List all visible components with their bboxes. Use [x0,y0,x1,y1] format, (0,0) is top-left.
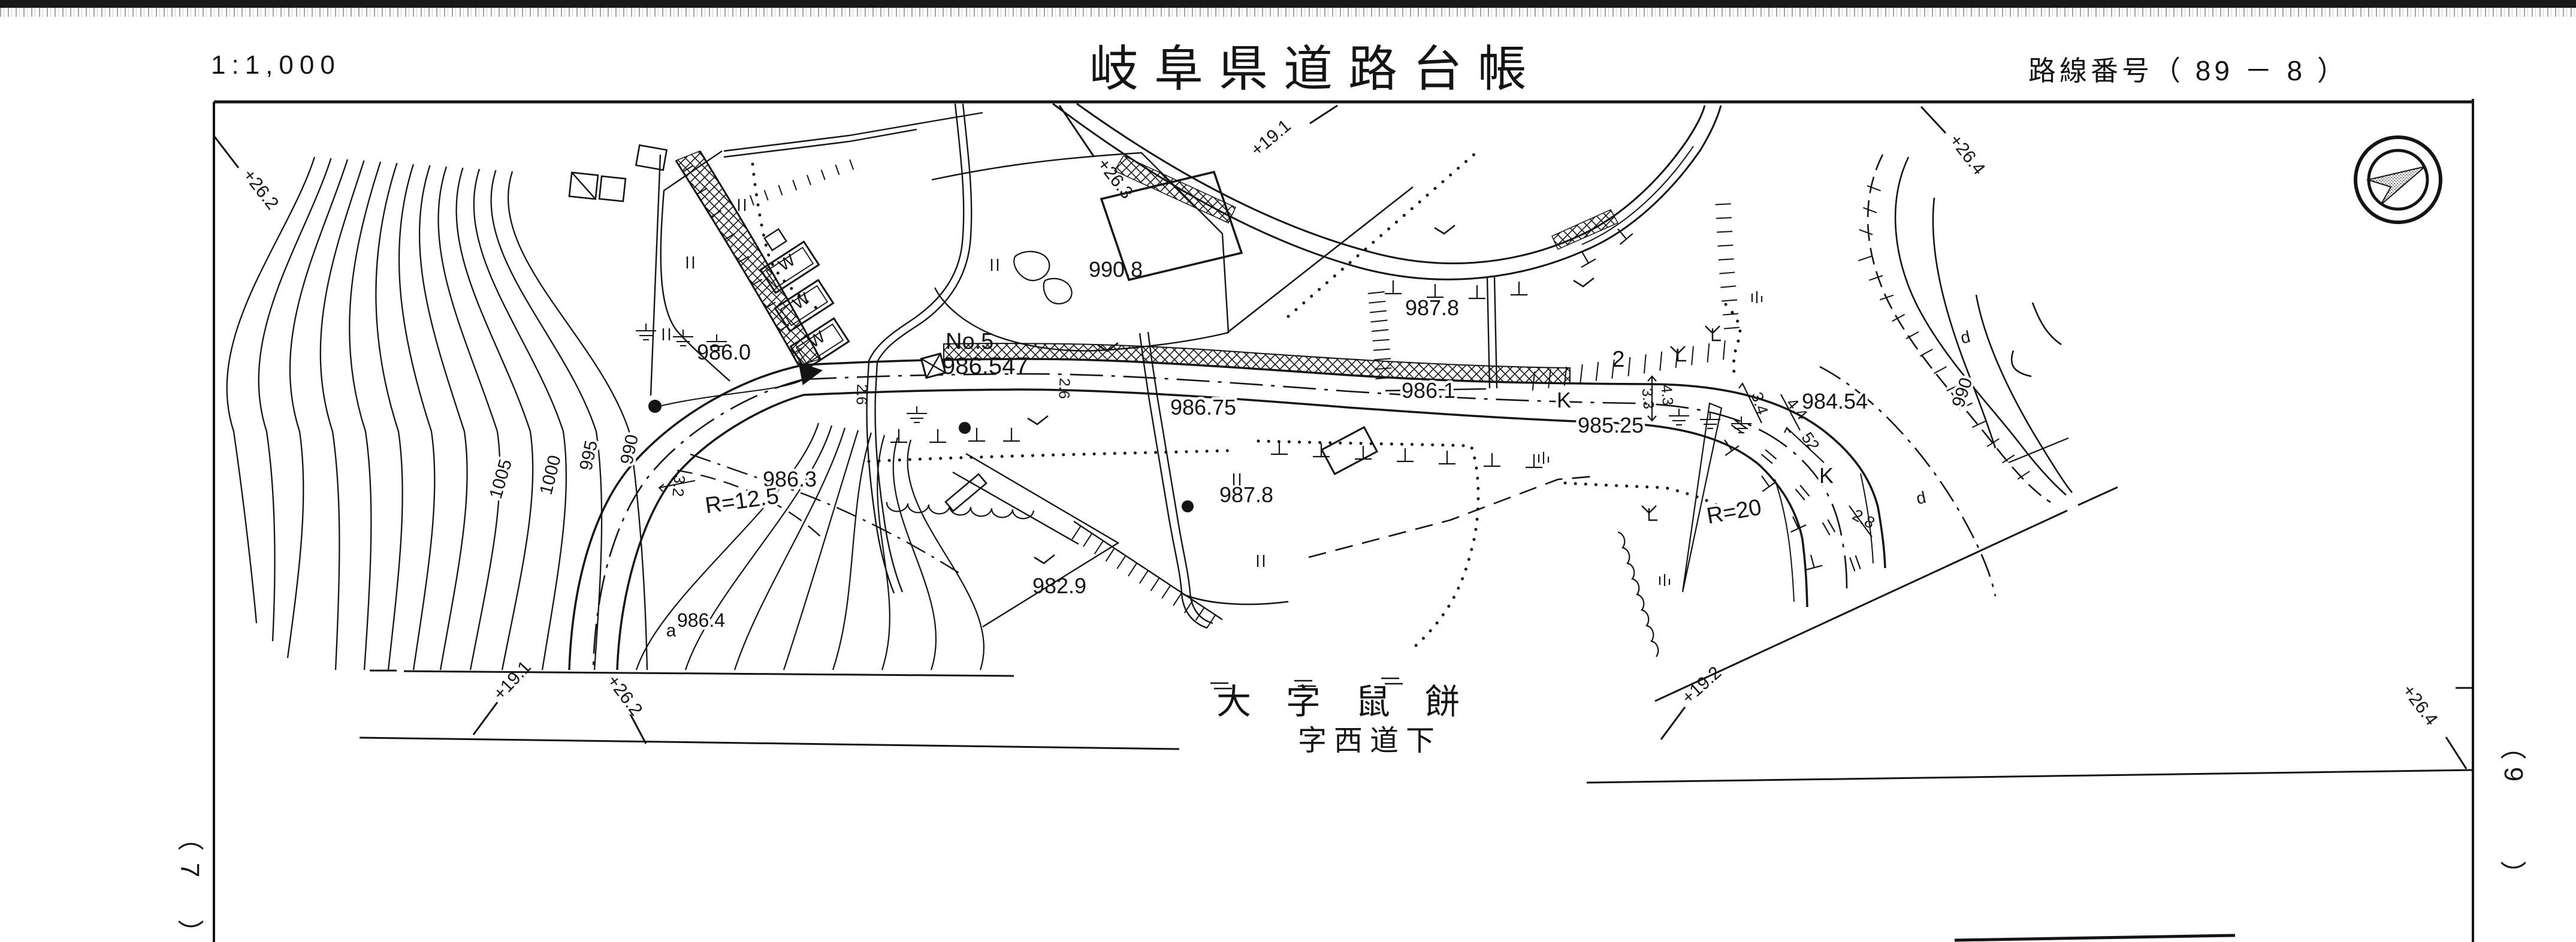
elev-986-0: 986.0 [697,340,751,364]
contour-995: 995 [576,439,602,472]
elev-986-3: 986.3 [763,467,817,491]
dim-4-3: 4.3 [1658,384,1677,406]
page-number-left-1: （ [175,825,204,851]
radius-12-5: R=12.5 [703,484,780,519]
road-letter-k-1: K [1557,388,1571,412]
parcel-987-8-upper [1385,276,1498,392]
benchmark-symbol [920,352,947,379]
dashdot-sw [690,453,965,578]
junction-roads [568,150,823,671]
contour-1000: 1000 [536,453,565,497]
survey-26-2-bottom: +26.2 [603,671,646,719]
letter-a: a [666,621,677,641]
elev-982-9: 982.9 [1032,573,1086,598]
stone-wall-band [943,343,1571,385]
manhole-dots [648,400,1194,512]
upper-road [1052,102,1722,280]
road-extra-edge-2 [1774,479,1795,602]
page-number-left-2: 7 [175,863,204,877]
elev-985-25: 985.25 [1578,413,1644,437]
radius-20: R=20 [1705,495,1763,529]
bldg-w-1: W [775,250,799,275]
place-name-oaza: 大字鼠餅 [1216,683,1495,721]
sheet-frame [213,99,2474,942]
parcels-upper-left [568,111,983,396]
lot-number-2: 2 [1612,347,1624,372]
symbol-d-1: d [1959,327,1972,348]
dim-2-6-b: 2.6 [1055,378,1073,399]
survey-19-1-bottom: +19.1 [490,657,535,704]
symbol-d-2: d [1914,488,1928,508]
elev-984-54: 984.54 [1802,389,1868,413]
elev-987-8-north: 987.8 [1405,295,1459,320]
parcel-987-8-lower [1183,475,1594,605]
elev-986-4: 986.4 [677,609,725,631]
contour-990-e: 990 [1949,375,1977,410]
elev-986-1: 986.1 [1402,378,1455,403]
survey-26-4-bottom: +26.4 [2398,681,2441,729]
page-number-right-3: ） [2498,861,2527,887]
contour-990-w: 990 [617,433,642,466]
survey-19-1-top: +19.1 [1247,116,1294,160]
dim-52: 52 [1798,429,1823,454]
main-road [803,358,1886,608]
contour-1005: 1005 [486,457,516,501]
elev-986-547: 986.547 [942,353,1029,379]
page-number-left-3: ） [175,919,204,942]
dim-3-4: 3.4 [1747,390,1771,417]
page-number-right-2: 9 [2499,767,2528,781]
area-boundary-lines [213,104,2474,942]
parcel-990-8 [931,152,1243,352]
boundary-line-ne [1226,186,1414,334]
road-extra-edge-1 [1860,473,1874,564]
dim-2-6-a: 2.6 [853,384,870,405]
elev-987-8-south: 987.8 [1219,482,1273,507]
survey-26-4-top: +26.4 [1945,131,1989,179]
generated-terrain [226,156,2030,690]
place-name-koaza: 字西道下 [1297,725,1442,757]
scan-noise-band [0,0,2576,17]
station-no5: No.5 [946,329,993,354]
page-number-right-1: （ [2498,733,2527,760]
road-bottom-edge [803,388,1808,608]
dim-3-3: 3.3 [1639,388,1657,410]
contours-east [1867,154,2073,503]
elev-990-8: 990.8 [1089,257,1143,282]
north-arrow-icon [2354,135,2442,224]
map-scale: 1:1,000 [211,50,341,80]
page-title: 岐阜県道路台帳 [1089,42,1543,96]
elev-986-75: 986.75 [1170,395,1236,419]
survey-26-2-top: +26.2 [238,165,282,213]
dim-3-2: 3.2 [669,474,688,497]
dim-2-8: 2.8 [1850,506,1878,532]
road-letter-k-2: K [1819,463,1834,488]
route-number: 路線番号（ 89 － 8 ） [2028,55,2348,86]
survey-19-2-bottom: +19.2 [1678,663,1726,708]
dotted-boundaries [751,152,1742,649]
